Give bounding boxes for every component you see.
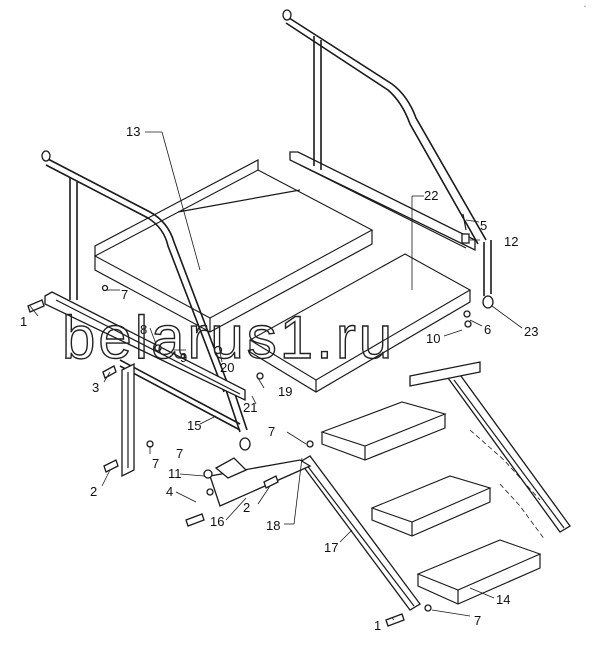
callout-22: 22 <box>424 188 438 203</box>
callout-20: 20 <box>220 360 234 375</box>
rear-side-beam <box>289 151 476 252</box>
callout-11: 11 <box>168 466 182 481</box>
callout-7b: 7 <box>176 446 183 461</box>
callout-5: 5 <box>480 218 487 233</box>
right-handrail <box>282 9 494 309</box>
callouts: 1 2 3 4 5 6 7 8 9 10 11 12 13 14 15 16 1… <box>20 124 538 633</box>
callout-13: 13 <box>126 124 140 139</box>
step-3 <box>416 539 542 605</box>
step-2 <box>370 475 492 537</box>
callout-21: 21 <box>243 400 257 415</box>
landing-platform <box>248 253 472 393</box>
callout-1: 1 <box>20 314 27 329</box>
upper-platform <box>93 159 374 333</box>
callout-2: 2 <box>90 484 97 499</box>
callout-8: 8 <box>140 322 147 337</box>
callout-1b: 1 <box>374 618 381 633</box>
watermark: belarus1.ru <box>62 304 395 371</box>
fasteners <box>27 213 472 627</box>
stringers <box>209 361 571 611</box>
leader-lines <box>29 131 523 621</box>
callout-7c: 7 <box>268 424 275 439</box>
left-handrail <box>41 150 251 451</box>
callout-14: 14 <box>496 592 510 607</box>
callout-9: 9 <box>180 350 187 365</box>
callout-19: 19 <box>278 384 292 399</box>
callout-3: 3 <box>92 380 99 395</box>
callout-7: 7 <box>121 287 128 302</box>
callout-16: 16 <box>210 514 224 529</box>
callout-4: 4 <box>166 484 173 499</box>
callout-15: 15 <box>187 418 201 433</box>
callout-23: 23 <box>524 324 538 339</box>
support-bracket <box>121 362 135 478</box>
callout-6: 6 <box>484 322 491 337</box>
corner-mark: “ <box>584 6 586 12</box>
callout-17: 17 <box>324 540 338 555</box>
callout-18: 18 <box>266 518 280 533</box>
callout-12: 12 <box>504 234 518 249</box>
lower-frame <box>44 291 246 431</box>
step-1 <box>320 401 447 461</box>
callout-7e: 7 <box>152 456 159 471</box>
callout-7d: 7 <box>474 613 481 628</box>
callout-2b: 2 <box>243 500 250 515</box>
callout-10: 10 <box>426 331 440 346</box>
